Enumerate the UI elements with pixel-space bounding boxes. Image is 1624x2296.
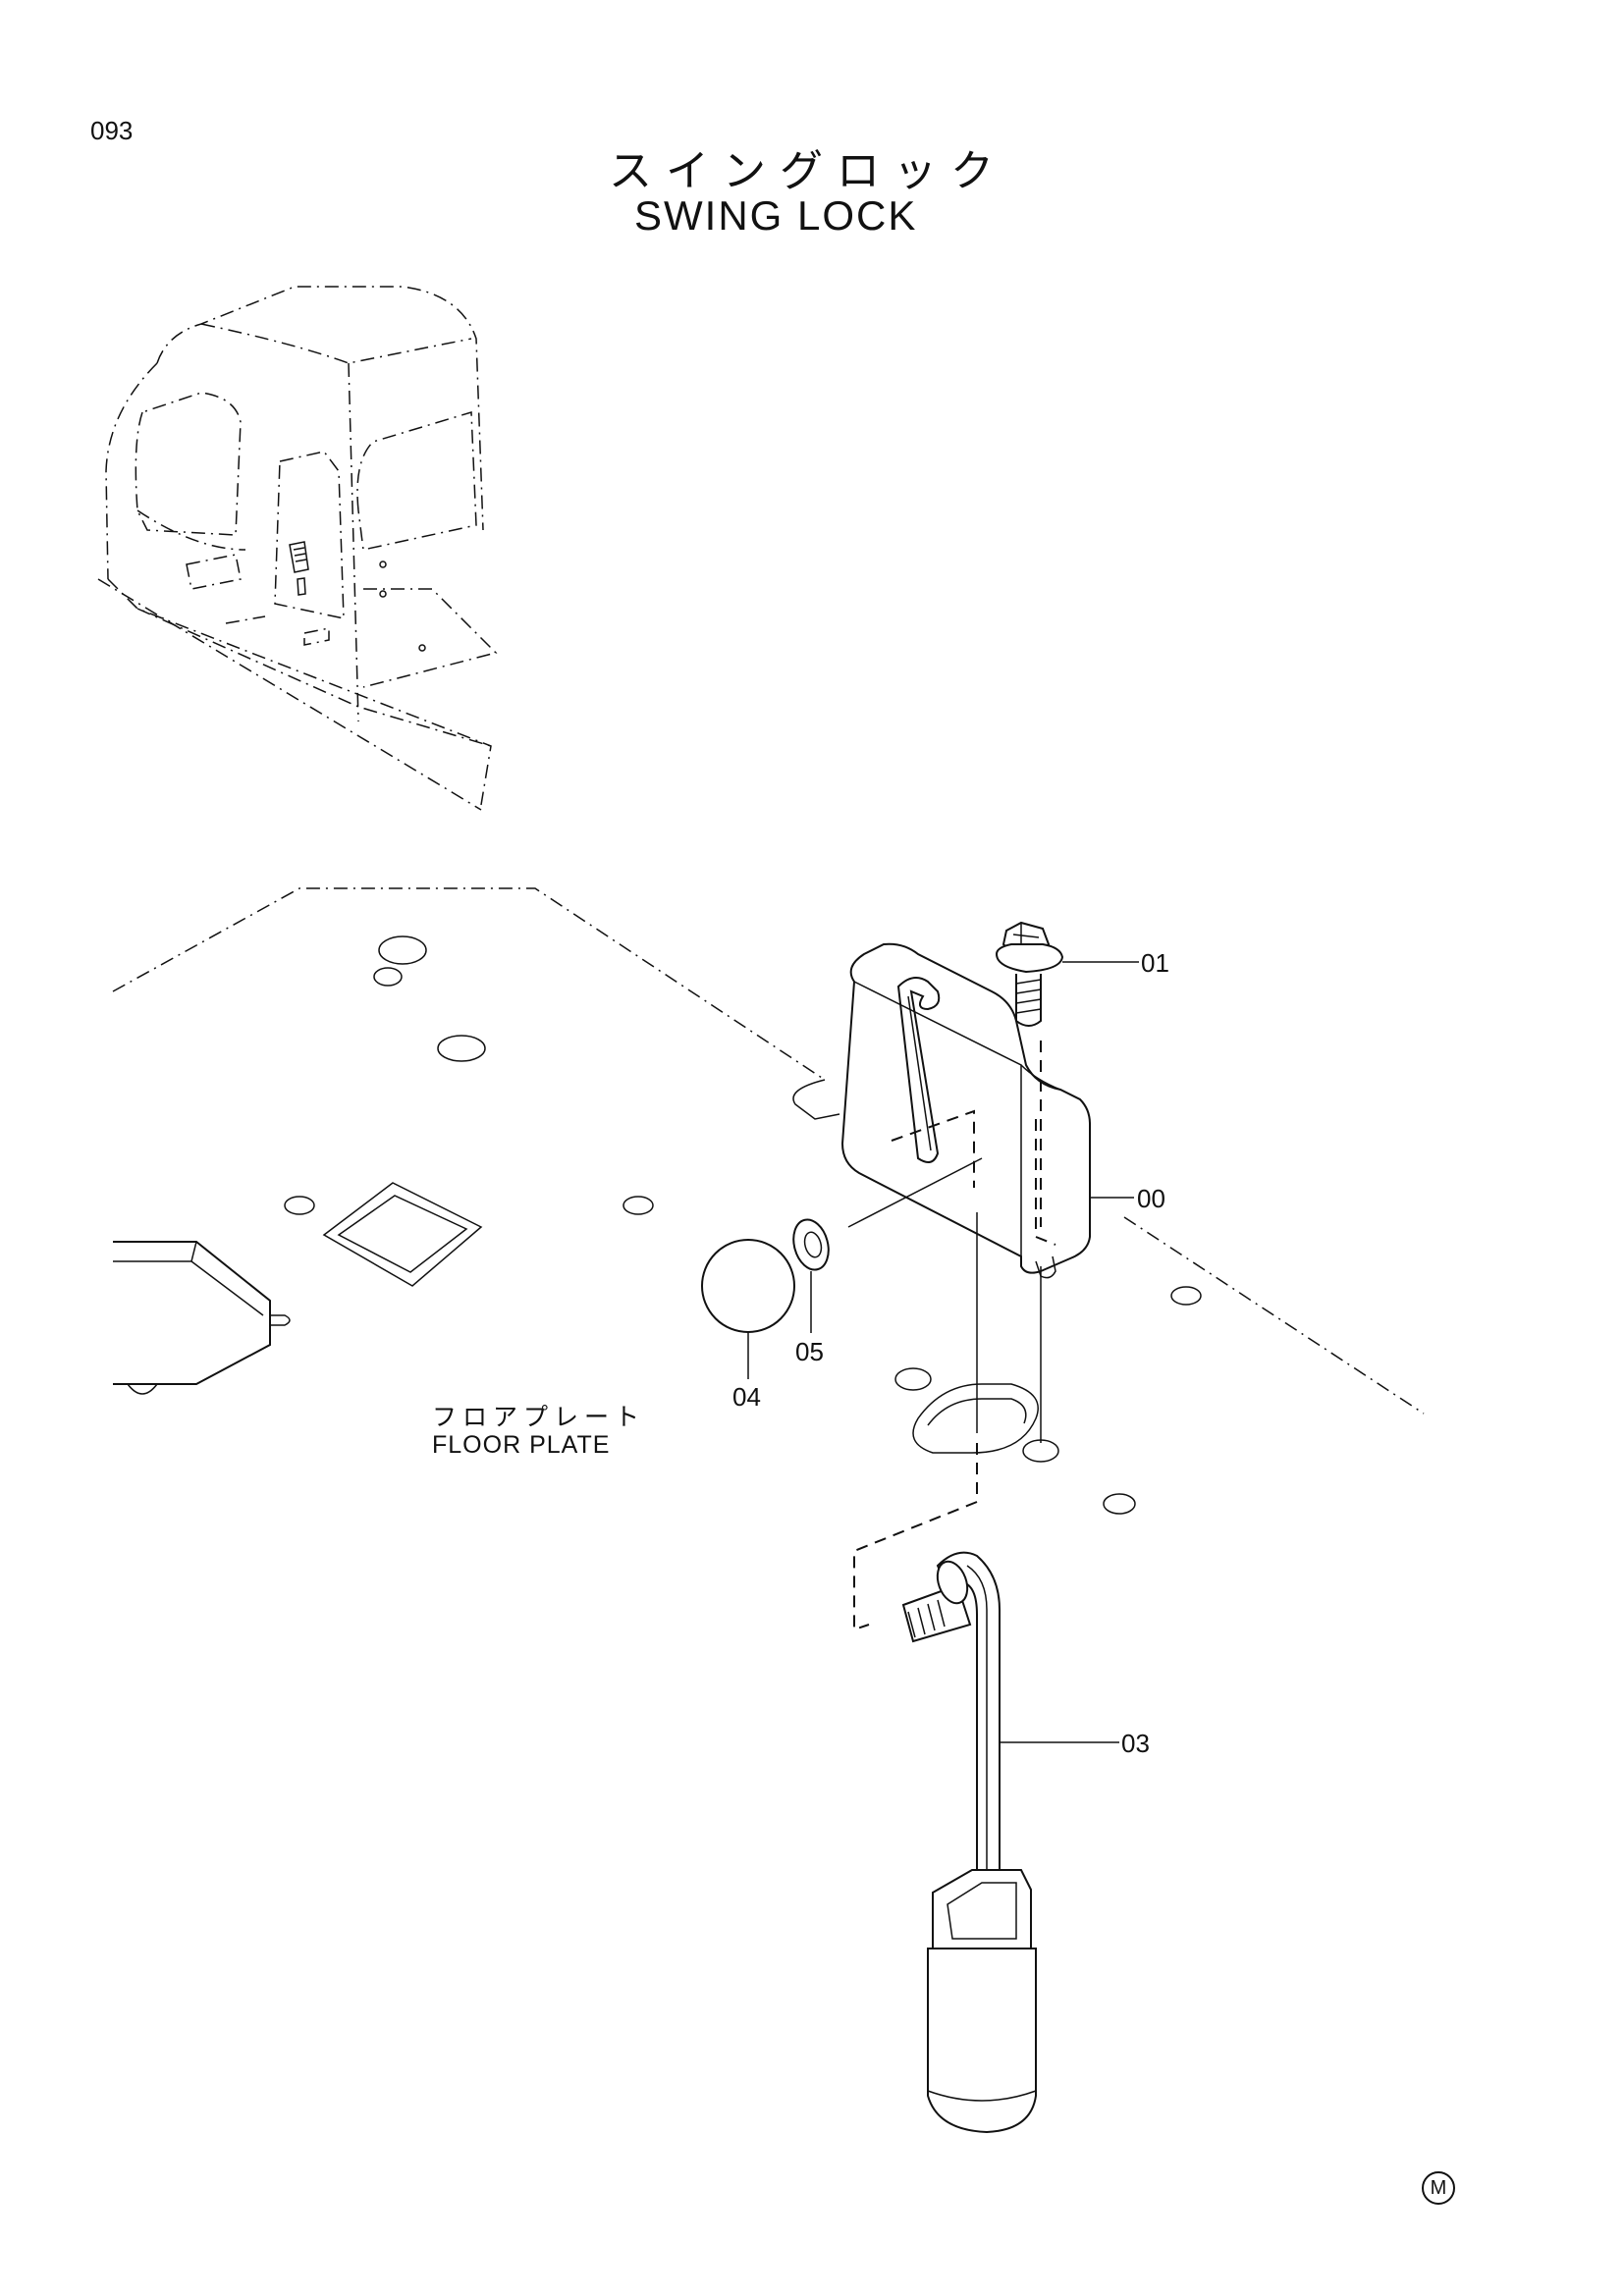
page-title: SWING LOCK (634, 192, 918, 239)
circled-m-mark: M (1422, 2171, 1455, 2205)
knob-04 (701, 1239, 795, 1333)
leader-lines (747, 961, 1139, 1743)
callout-05: 05 (795, 1337, 824, 1366)
floor-plate-label: FLOOR PLATE (432, 1431, 611, 1459)
page-title-japanese: スイングロック (609, 146, 1007, 196)
bolt-01 (995, 921, 1064, 1227)
washer-05 (792, 1218, 830, 1271)
cab-inset (97, 286, 498, 811)
center-lines (847, 1157, 1042, 1631)
callout-01: 01 (1141, 948, 1169, 978)
floor-plate-label-japanese: フロアプレート (432, 1403, 646, 1431)
page-number: 093 (90, 116, 134, 145)
floor-plate (112, 887, 1425, 1515)
callout-04: 04 (732, 1382, 761, 1412)
callout-03: 03 (1121, 1729, 1150, 1758)
bracket-00 (840, 942, 1091, 1279)
callout-00: 00 (1137, 1184, 1165, 1213)
lock-pin-03 (901, 1551, 1037, 2134)
